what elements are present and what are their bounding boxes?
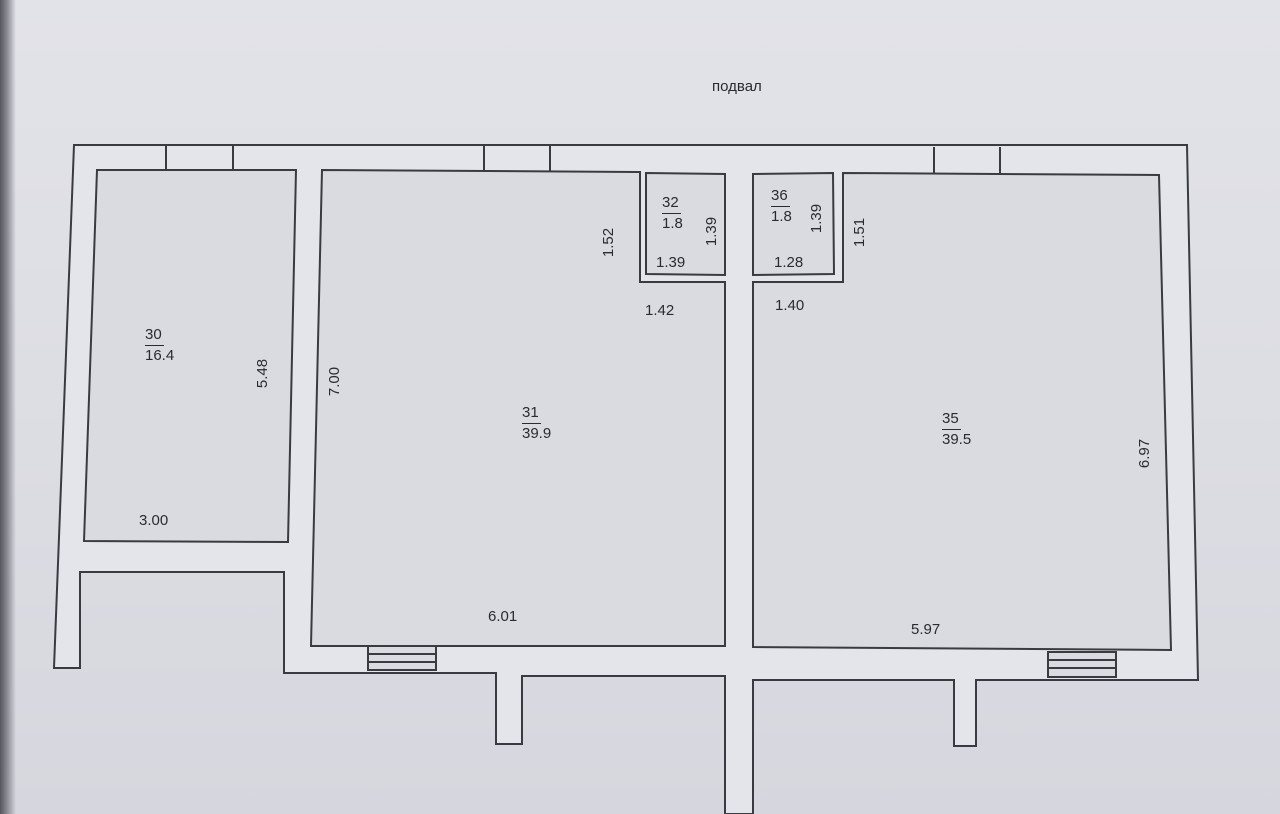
room-36-outline xyxy=(752,171,836,277)
dim-r31-step-width: 1.42 xyxy=(645,302,675,319)
dim-r35-step-width: 1.40 xyxy=(775,297,805,314)
room-area: 39.9 xyxy=(522,425,552,442)
dim-r31-width: 6.01 xyxy=(488,608,518,625)
room-36-tag: 36 1.8 xyxy=(771,187,792,226)
dim-r30-height: 5.48 xyxy=(254,358,272,389)
dim-r36-width: 1.28 xyxy=(774,254,804,271)
dim-r35-width: 5.97 xyxy=(911,621,941,638)
dim-r31-height: 7.00 xyxy=(326,366,344,397)
page-edge-shadow xyxy=(0,0,16,814)
room-30-outline xyxy=(82,169,298,544)
dim-r32-height: 1.39 xyxy=(703,216,721,247)
plan-title: подвал xyxy=(712,78,762,95)
room-number: 30 xyxy=(145,326,164,346)
room-number: 35 xyxy=(942,410,961,430)
dim-r31-step-height: 1.52 xyxy=(600,227,618,258)
stairs-31 xyxy=(367,645,437,671)
room-35-tag: 35 39.5 xyxy=(942,410,971,449)
room-35-outline xyxy=(752,171,1173,652)
dim-r30-width: 3.00 xyxy=(139,512,169,529)
dim-r35-step-height: 1.51 xyxy=(851,217,869,248)
room-32-outline xyxy=(645,171,726,277)
room-number: 32 xyxy=(662,194,681,214)
dim-r35-height: 6.97 xyxy=(1136,438,1154,469)
room-area: 1.8 xyxy=(662,215,683,232)
dim-r32-width: 1.39 xyxy=(656,254,686,271)
room-number: 31 xyxy=(522,404,541,424)
room-32-tag: 32 1.8 xyxy=(662,194,683,233)
room-31-outline xyxy=(309,168,726,647)
stairs-35 xyxy=(1047,651,1117,678)
room-area: 1.8 xyxy=(771,208,792,225)
room-area: 39.5 xyxy=(942,431,972,448)
room-31-tag: 31 39.9 xyxy=(522,404,551,443)
dim-r36-height: 1.39 xyxy=(808,203,826,234)
room-30-tag: 30 16.4 xyxy=(145,326,174,365)
room-number: 36 xyxy=(771,187,790,207)
room-area: 16.4 xyxy=(145,347,175,364)
